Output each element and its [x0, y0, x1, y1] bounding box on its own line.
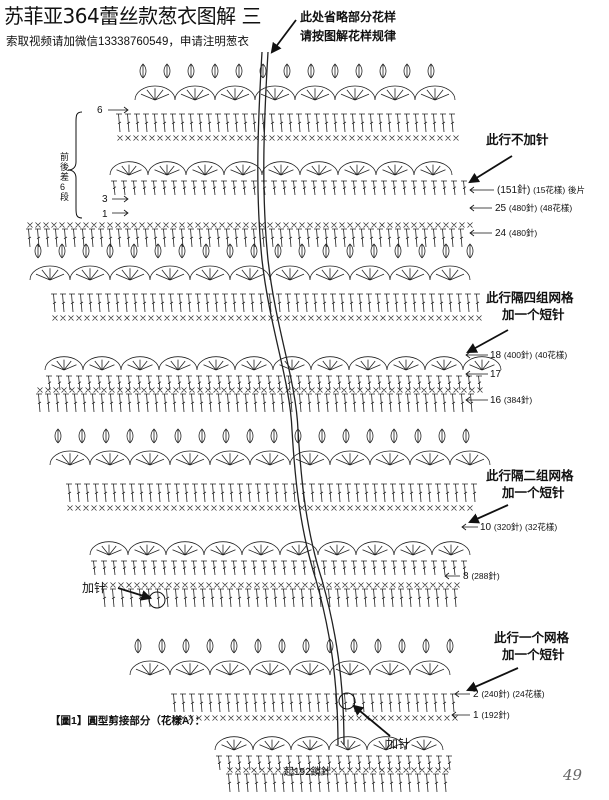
right-row-arrow	[465, 396, 488, 404]
increase-left-arrow	[117, 587, 153, 601]
row-label-8: 8 (288針)	[463, 571, 500, 582]
double-crochet-row	[51, 293, 480, 313]
page-title: 苏菲亚364蕾丝款葱衣图解 三	[4, 4, 262, 28]
double-crochet-row	[171, 693, 456, 713]
single-crochet-row	[52, 315, 482, 321]
row-label-151: (151針) (15花樣) 後片	[497, 185, 586, 196]
row-label-2: 2 (240針) (24花樣)	[473, 689, 545, 700]
fan-row	[134, 85, 456, 101]
row-label-24: 24 (480針)	[495, 228, 538, 239]
front-back-bracket	[67, 111, 83, 219]
treble-row	[46, 375, 482, 391]
right-row-arrow	[454, 690, 470, 698]
increase-note-bottom: 加针	[386, 737, 411, 751]
omitted-pattern-note: 此处省略部分花样	[300, 10, 397, 24]
increase-circle-bottom	[338, 692, 356, 710]
fan-row	[109, 161, 453, 176]
fan-row	[44, 356, 502, 371]
right-row-arrow	[451, 711, 470, 719]
row-label-25: 25 (480針) (48花樣)	[495, 203, 573, 214]
double-crochet-row	[36, 393, 474, 413]
double-crochet-row	[26, 228, 464, 248]
increase-bottom-arrow	[352, 704, 391, 737]
every-two-note-line1: 此行隔二组网格	[486, 469, 574, 483]
increase-circle-left	[148, 591, 166, 609]
treble-row	[216, 755, 452, 771]
single-crochet-row	[102, 582, 460, 588]
every-four-note-line2: 加一个短针	[502, 308, 565, 322]
single-crochet-row	[117, 135, 459, 141]
every-two-arrow	[468, 504, 509, 524]
fan-row	[129, 660, 451, 676]
divider-line	[257, 51, 339, 746]
single-crochet-row	[67, 505, 473, 511]
no-increase-note: 此行不加针	[486, 133, 549, 147]
every-four-arrow	[466, 329, 509, 354]
every-one-note-line2: 加一个短针	[502, 648, 565, 662]
follow-pattern-note: 请按图解花样规律	[300, 29, 397, 43]
picot-row	[134, 638, 454, 654]
right-row-arrow	[469, 186, 494, 194]
row-label-1: 1 (192針)	[473, 710, 510, 721]
single-crochet-row	[172, 715, 458, 721]
right-row-arrow	[444, 572, 460, 580]
right-row-arrow	[461, 523, 478, 531]
right-row-arrow	[469, 229, 492, 237]
front-back-diff-label: 前後差6段	[60, 152, 70, 202]
stitch-pattern	[26, 51, 502, 793]
figure-caption: 【圖1】圓型剪接部分（花樣A）：	[50, 715, 206, 727]
double-crochet-row	[101, 588, 458, 608]
double-crochet-row	[66, 483, 477, 503]
treble-row	[111, 180, 467, 196]
treble-row	[91, 560, 467, 576]
start-chain-label: 起192鎖針	[284, 767, 331, 778]
fan-row	[214, 736, 444, 751]
every-two-note-line2: 加一个短针	[502, 486, 565, 500]
omitted-arrow	[270, 19, 297, 54]
annotation-arrows	[67, 19, 519, 737]
every-four-note-line1: 此行隔四组网格	[486, 291, 574, 305]
row-label-18: 18 (400針) (40花樣)	[490, 350, 568, 361]
left-row-1-label: 1	[102, 209, 108, 220]
page-subtitle: 索取视频请加微信13338760549，申请注明葱衣	[6, 36, 249, 48]
page-number: 49	[563, 766, 583, 784]
fan-row	[49, 450, 491, 466]
right-row-arrow	[469, 204, 492, 212]
row-label-17: 17	[490, 369, 502, 380]
left-row-3-label: 3	[102, 194, 108, 205]
fan-row	[29, 265, 471, 281]
single-crochet-row	[27, 222, 473, 228]
row-label-10: 10 (320針) (32花樣)	[480, 522, 558, 533]
every-one-note-line1: 此行一个网格	[494, 631, 570, 645]
picot-row	[34, 243, 474, 259]
right-row-arrow	[465, 370, 488, 378]
left-row-arrow	[108, 106, 129, 114]
picot-row	[139, 63, 435, 79]
left-row-arrow	[112, 195, 129, 203]
increase-note-left: 加针	[82, 581, 107, 595]
left-row-6-label: 6	[97, 105, 103, 116]
left-row-arrow	[112, 209, 129, 217]
no-increase-arrow	[468, 155, 513, 184]
double-crochet-row	[226, 773, 448, 793]
every-one-arrow	[466, 667, 519, 692]
fan-row	[89, 541, 471, 556]
picot-row	[54, 428, 470, 444]
double-crochet-row	[116, 113, 455, 133]
single-crochet-row	[227, 767, 449, 773]
row-label-16: 16 (384針)	[490, 395, 533, 406]
single-crochet-row	[37, 387, 483, 393]
